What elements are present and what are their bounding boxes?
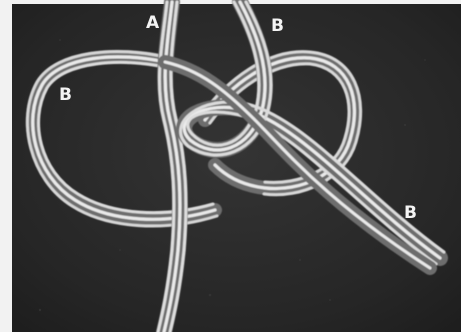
label-b-right: B: [404, 203, 417, 223]
photo-background: [12, 4, 461, 332]
label-b-top: B: [271, 16, 284, 36]
label-b-left: B: [59, 85, 72, 105]
label-a-top: A: [146, 13, 160, 33]
